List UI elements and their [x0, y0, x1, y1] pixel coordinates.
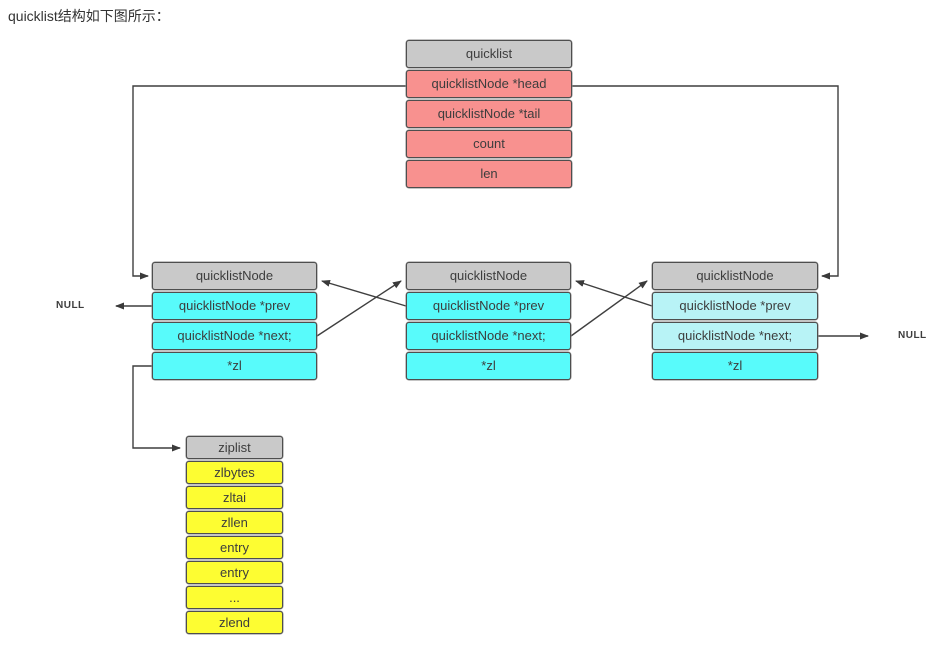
ziplist-field-entry-2: entry [186, 561, 283, 584]
node3-field-prev: quicklistNode *prev [652, 292, 818, 320]
quicklistnode-2-box: quicklistNode quicklistNode *prev quickl… [406, 262, 571, 380]
quicklist-field-tail: quicklistNode *tail [406, 100, 572, 128]
ziplist-field-ellipsis: ... [186, 586, 283, 609]
node3-field-next: quicklistNode *next; [652, 322, 818, 350]
null-label-left: NULL [56, 300, 85, 311]
quicklistnode-1-box: quicklistNode quicklistNode *prev quickl… [152, 262, 317, 380]
node1-field-next: quicklistNode *next; [152, 322, 317, 350]
quicklist-struct-box: quicklist quicklistNode *head quicklistN… [406, 40, 572, 188]
node2-field-next: quicklistNode *next; [406, 322, 571, 350]
null-label-right: NULL [898, 330, 927, 341]
node3-field-zl: *zl [652, 352, 818, 380]
quicklistnode-3-box: quicklistNode quicklistNode *prev quickl… [652, 262, 818, 380]
node2-field-prev: quicklistNode *prev [406, 292, 571, 320]
quicklist-field-head: quicklistNode *head [406, 70, 572, 98]
ziplist-field-entry-1: entry [186, 536, 283, 559]
node1-header: quicklistNode [152, 262, 317, 290]
tail-pointer-arrow [572, 85, 839, 280]
node3-header: quicklistNode [652, 262, 818, 290]
ziplist-field-zlbytes: zlbytes [186, 461, 283, 484]
ziplist-header: ziplist [186, 436, 283, 459]
quicklist-field-len: len [406, 160, 572, 188]
ziplist-box: ziplist zlbytes zltai zllen entry entry … [186, 436, 283, 634]
node1-next-arrow [316, 280, 402, 337]
quicklist-field-count: count [406, 130, 572, 158]
quicklist-header: quicklist [406, 40, 572, 68]
node2-field-zl: *zl [406, 352, 571, 380]
node2-prev-arrow [321, 279, 407, 307]
head-pointer-arrow [132, 85, 406, 280]
ziplist-field-zltai: zltai [186, 486, 283, 509]
node3-prev-arrow [575, 280, 653, 307]
node2-header: quicklistNode [406, 262, 571, 290]
ziplist-field-zlend: zlend [186, 611, 283, 634]
ziplist-field-zllen: zllen [186, 511, 283, 534]
node1-field-zl: *zl [152, 352, 317, 380]
node2-next-arrow [570, 280, 648, 337]
page-title: quicklist结构如下图所示： [8, 8, 170, 24]
node1-field-prev: quicklistNode *prev [152, 292, 317, 320]
